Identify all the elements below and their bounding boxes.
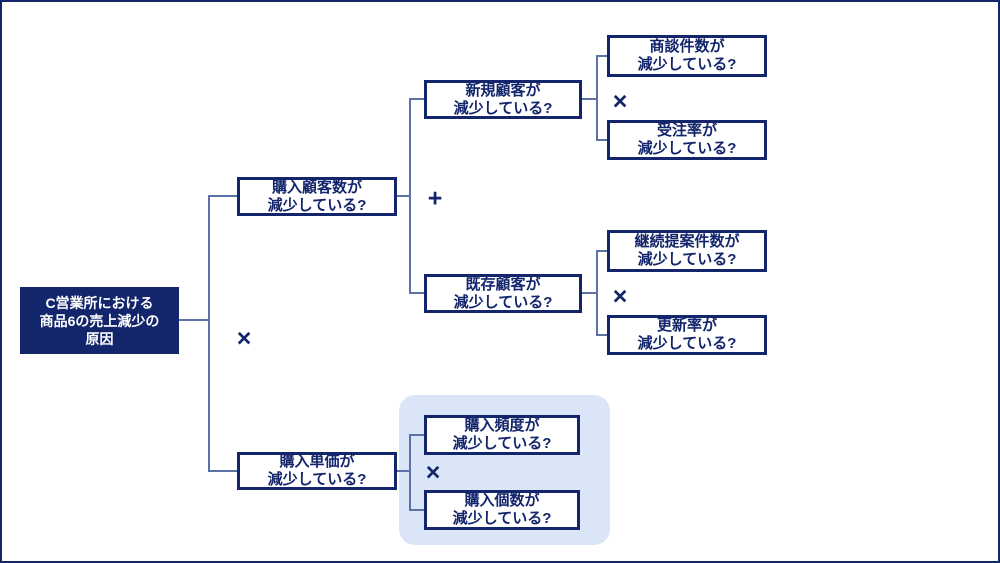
node-purchase-frequency: 購入頻度が 減少している? xyxy=(424,415,580,455)
root-text-line: C営業所における xyxy=(45,294,154,311)
connector-line xyxy=(411,434,424,436)
node-text-line: 商談件数が xyxy=(649,38,725,55)
node-text-line: 減少している? xyxy=(453,99,553,117)
connector-line xyxy=(411,98,424,100)
operator-multiply-new: × xyxy=(612,87,628,116)
node-text-line: 既存顧客が xyxy=(465,275,541,293)
connector-line xyxy=(210,470,237,472)
connector-line xyxy=(397,195,411,197)
node-text-line: 受注率が xyxy=(656,122,717,139)
node-order-rate: 受注率が 減少している? xyxy=(607,120,767,160)
connector-line xyxy=(598,250,607,252)
node-text-line: 減少している? xyxy=(637,56,737,73)
connector-line xyxy=(210,195,237,197)
connector-line xyxy=(598,139,607,141)
connector-line xyxy=(582,292,597,294)
node-text-line: 減少している? xyxy=(637,335,737,352)
node-renewal-rate: 更新率が 減少している? xyxy=(607,315,767,355)
connector-line xyxy=(409,98,411,294)
root-text-line: 商品6の売上減少の xyxy=(39,312,160,329)
node-text-line: 購入顧客数が xyxy=(271,178,362,196)
connector-line xyxy=(596,55,598,141)
node-text-line: 購入単価が xyxy=(279,453,355,470)
node-text-line: 購入個数が xyxy=(464,492,540,509)
root-text-line: 原因 xyxy=(85,330,114,347)
operator-multiply-unitprice: × xyxy=(425,458,441,487)
node-text-line: 減少している? xyxy=(267,471,367,488)
node-text-line: 減少している? xyxy=(267,196,367,214)
connector-line xyxy=(397,470,411,472)
connector-line xyxy=(179,319,210,321)
node-negotiation-count: 商談件数が 減少している? xyxy=(607,35,767,77)
node-text-line: 新規顧客が xyxy=(465,81,541,99)
node-purchase-quantity: 購入個数が 減少している? xyxy=(424,490,580,530)
node-purchase-customer-count: 購入顧客数が 減少している? xyxy=(237,177,397,216)
connector-line xyxy=(208,195,210,472)
node-text-line: 減少している? xyxy=(637,251,737,268)
node-text-line: 減少している? xyxy=(637,140,737,157)
root-node: C営業所における 商品6の売上減少の 原因 xyxy=(20,287,179,354)
connector-line xyxy=(598,55,607,57)
node-renewal-proposal-count: 継続提案件数が 減少している? xyxy=(607,230,767,272)
node-existing-customers: 既存顧客が 減少している? xyxy=(424,274,582,313)
node-text-line: 更新率が xyxy=(656,317,717,334)
connector-line xyxy=(582,98,597,100)
connector-line xyxy=(596,250,598,336)
node-text-line: 減少している? xyxy=(452,435,552,452)
node-purchase-unit-price: 購入単価が 減少している? xyxy=(237,452,397,490)
connector-line xyxy=(411,509,424,511)
node-text-line: 継続提案件数が xyxy=(634,233,740,250)
operator-plus-customers: + xyxy=(427,184,443,213)
node-text-line: 減少している? xyxy=(453,293,553,311)
connector-line xyxy=(598,334,607,336)
connector-line xyxy=(409,434,411,511)
operator-multiply-existing: × xyxy=(612,282,628,311)
connector-line xyxy=(411,292,424,294)
node-new-customers: 新規顧客が 減少している? xyxy=(424,80,582,119)
node-text-line: 購入頻度が xyxy=(464,417,540,434)
node-text-line: 減少している? xyxy=(452,510,552,527)
operator-multiply-root: × xyxy=(236,324,252,353)
